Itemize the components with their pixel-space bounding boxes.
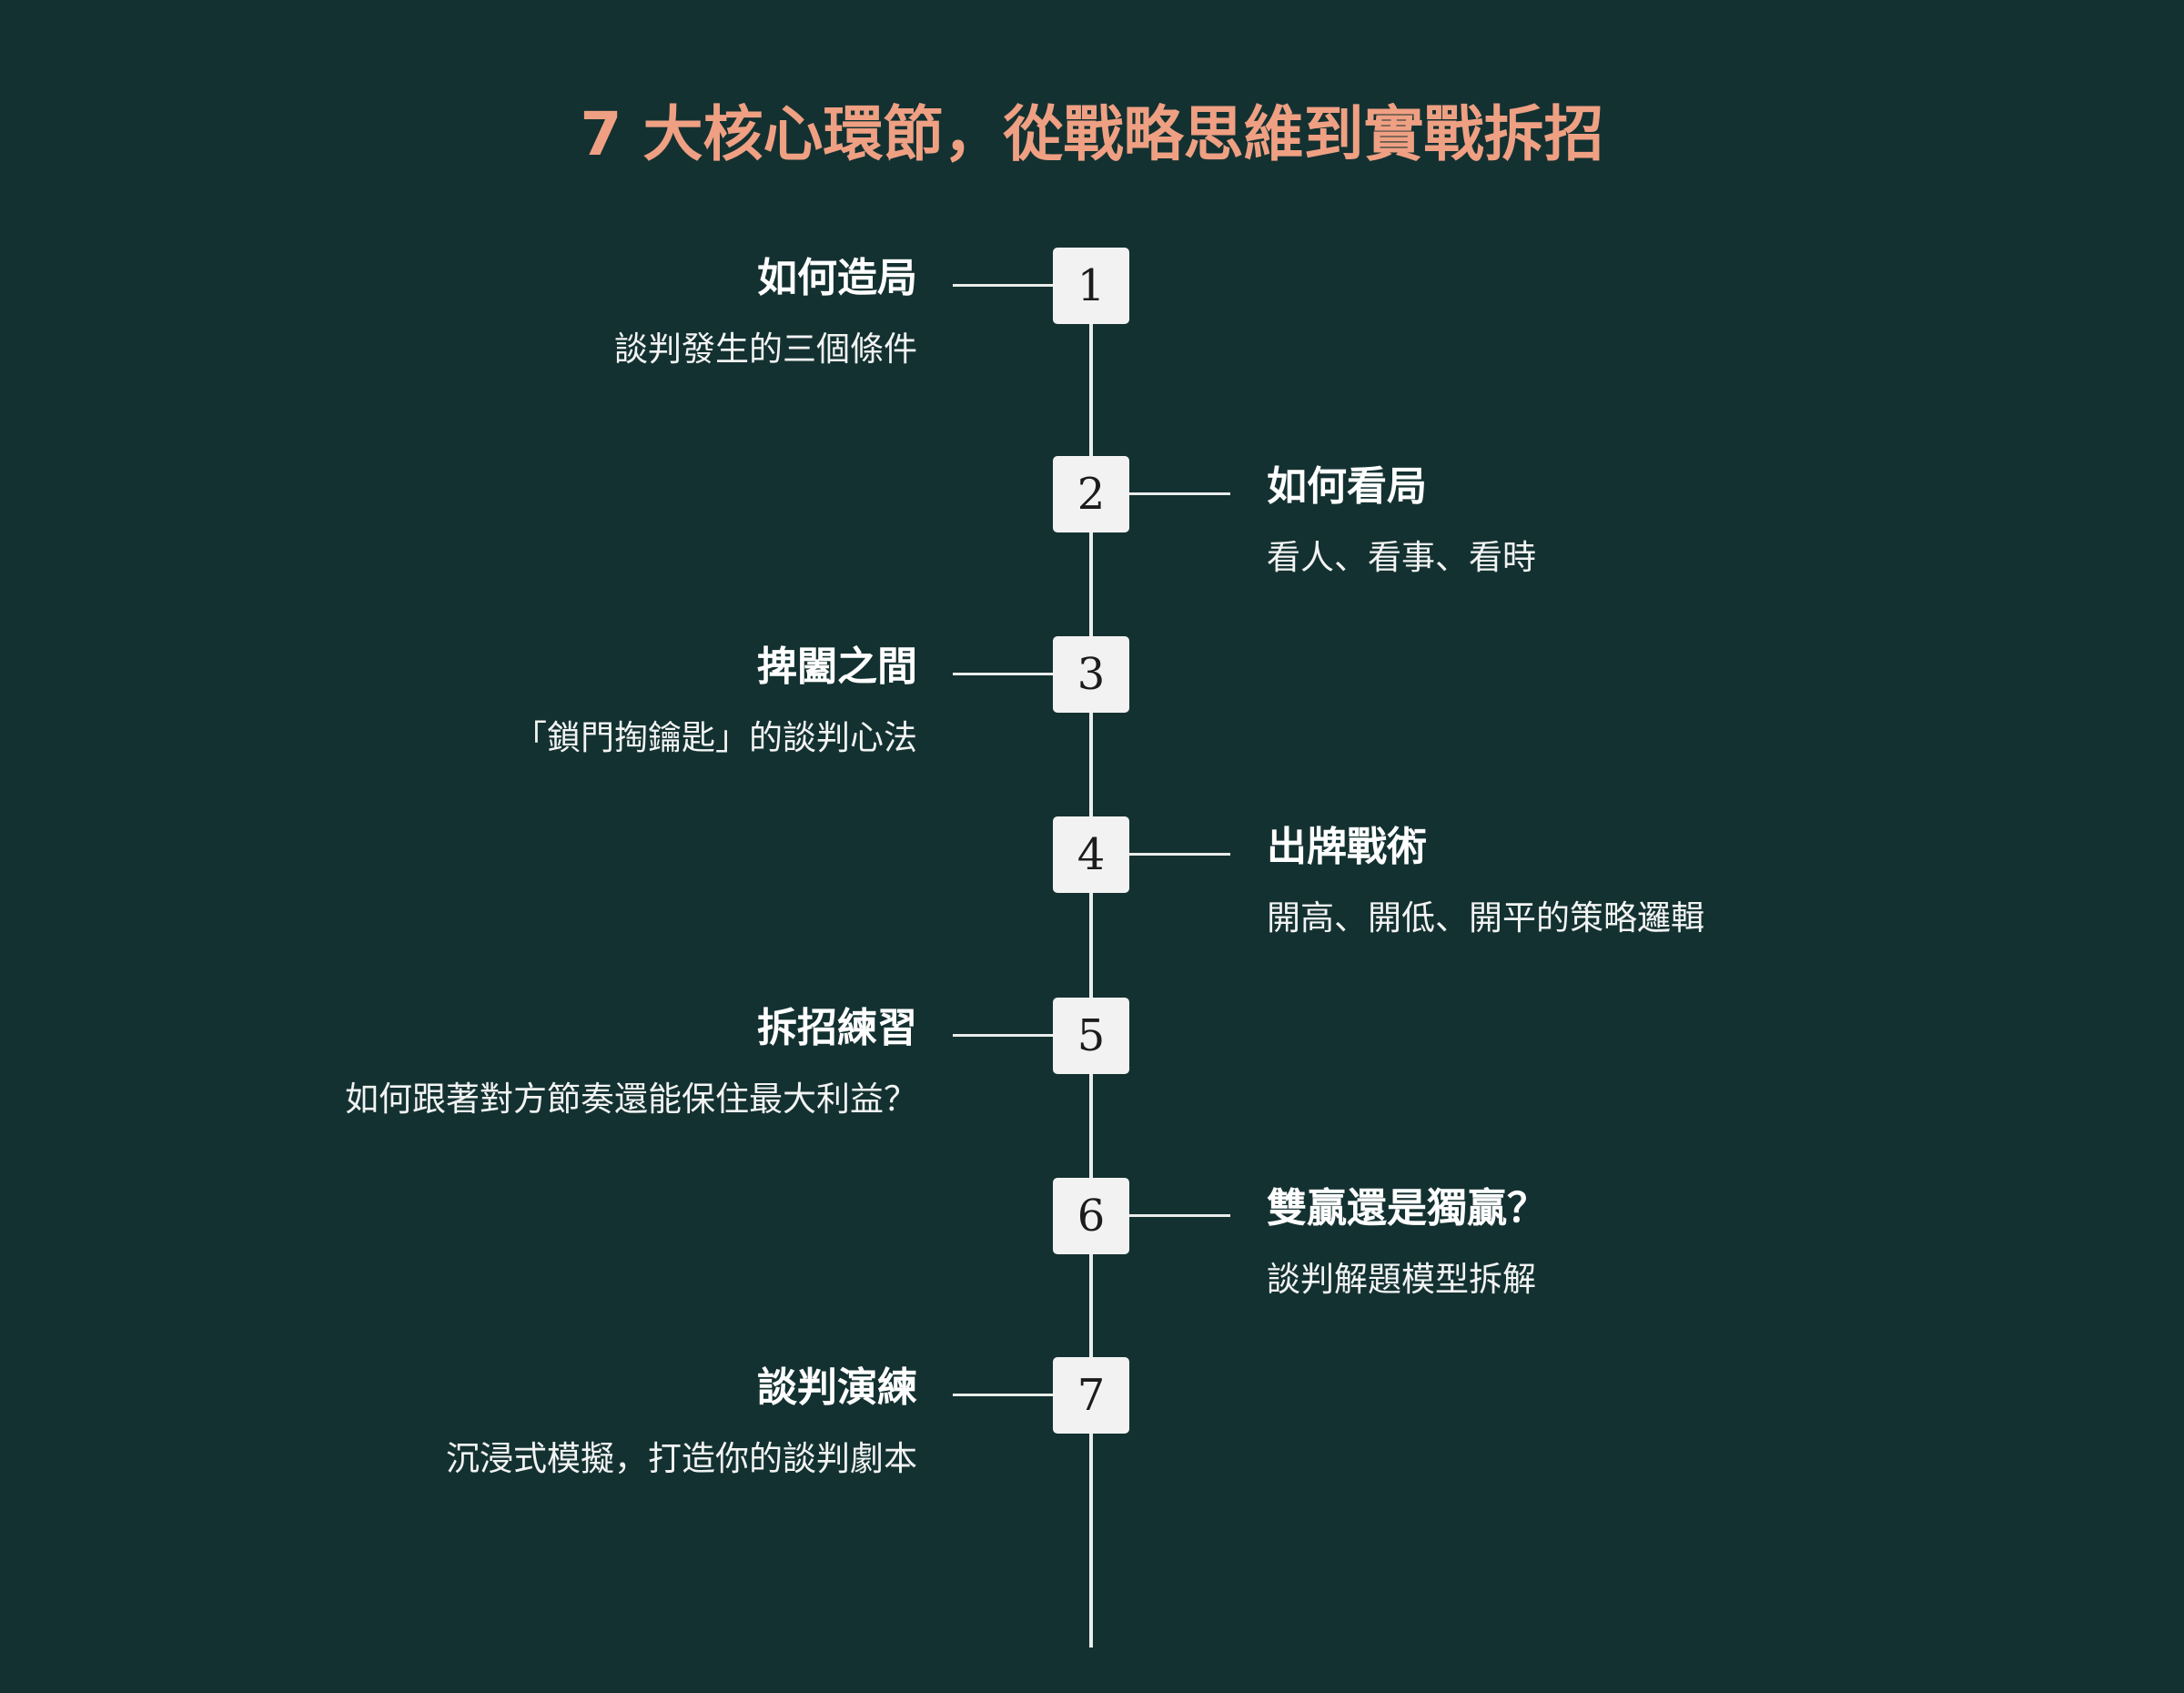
step-7-title: 談判演練 — [757, 1364, 917, 1411]
page-title: 7 大核心環節，從戰略思維到實戰拆招 — [580, 99, 1604, 169]
step-7-number-box: 7 — [1053, 1357, 1129, 1434]
step-5: 拆招練習 如何跟著對方節奏還能保住最大利益？ — [345, 1003, 917, 1121]
step-5-number-box: 5 — [1053, 998, 1129, 1074]
connector-6 — [1128, 1214, 1230, 1217]
step-1-number-box: 1 — [1053, 248, 1129, 324]
step-3-title: 捭闔之間 — [757, 644, 917, 690]
step-6-number-box: 6 — [1053, 1178, 1129, 1254]
step-5-desc: 如何跟著對方節奏還能保住最大利益？ — [345, 1080, 917, 1119]
step-7: 談判演練 沉浸式模擬，打造你的談判劇本 — [446, 1363, 917, 1481]
step-2: 如何看局 看人、看事、看時 — [1267, 461, 1536, 580]
step-3: 捭闔之間 「鎖門掏鑰匙」的談判心法 — [513, 642, 917, 760]
step-4-title: 出牌戰術 — [1267, 824, 1427, 870]
step-7-desc: 沉浸式模擬，打造你的談判劇本 — [446, 1439, 917, 1478]
step-5-title: 拆招練習 — [757, 1005, 917, 1051]
step-6-title: 雙贏還是獨贏？ — [1267, 1185, 1547, 1232]
step-3-desc: 「鎖門掏鑰匙」的談判心法 — [513, 718, 917, 757]
step-1-desc: 談判發生的三個條件 — [614, 329, 917, 369]
step-2-title: 如何看局 — [1267, 463, 1427, 510]
connector-5 — [953, 1034, 1055, 1037]
connector-2 — [1128, 492, 1230, 495]
step-4-desc: 開高、開低、開平的策略邏輯 — [1267, 898, 1704, 938]
timeline-spine — [1089, 282, 1093, 1647]
step-2-number-box: 2 — [1053, 456, 1129, 532]
connector-4 — [1128, 853, 1230, 856]
step-4: 出牌戰術 開高、開低、開平的策略邏輯 — [1267, 822, 1704, 940]
step-4-number-box: 4 — [1053, 816, 1129, 893]
step-6: 雙贏還是獨贏？ 談判解題模型拆解 — [1267, 1183, 1547, 1302]
step-6-desc: 談判解題模型拆解 — [1267, 1260, 1536, 1299]
step-2-desc: 看人、看事、看時 — [1267, 538, 1536, 577]
connector-7 — [953, 1394, 1055, 1396]
connector-1 — [953, 284, 1055, 287]
connector-3 — [953, 673, 1055, 675]
step-1-title: 如何造局 — [757, 255, 917, 301]
step-3-number-box: 3 — [1053, 636, 1129, 713]
step-1: 如何造局 談判發生的三個條件 — [614, 253, 917, 371]
